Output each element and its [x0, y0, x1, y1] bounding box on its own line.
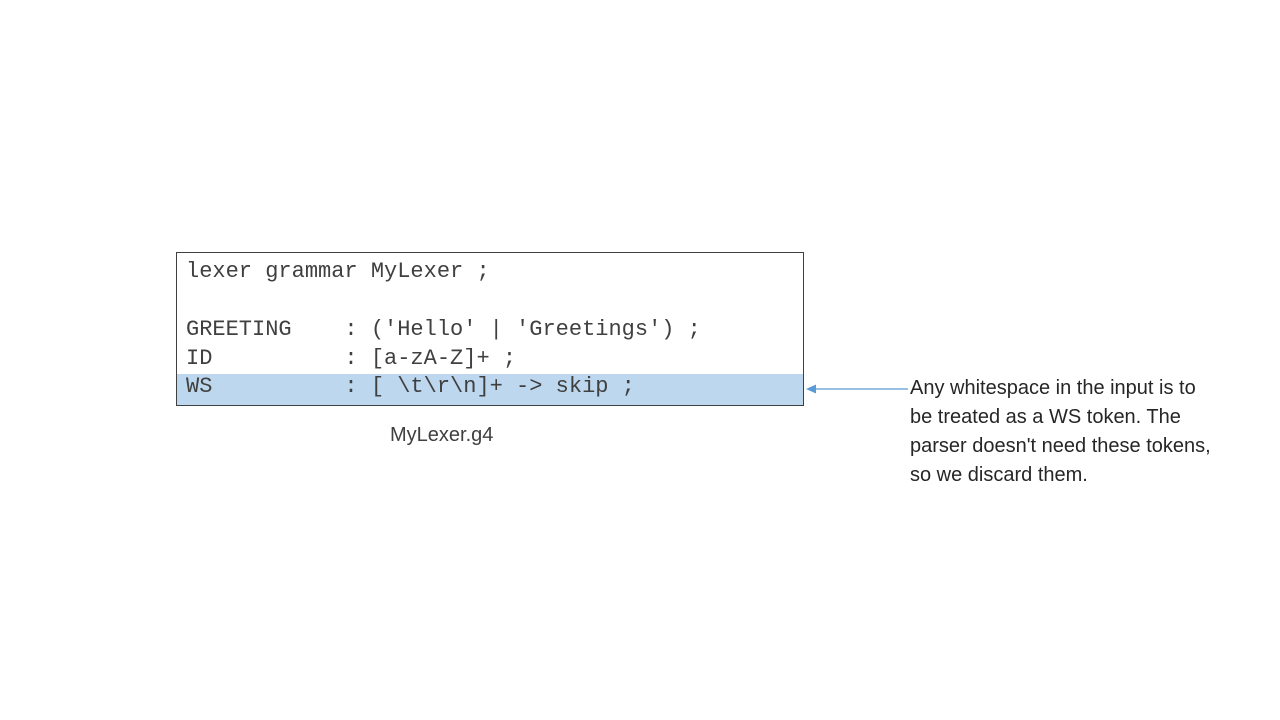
- annotation-line: parser doesn't need these tokens,: [910, 435, 1211, 457]
- annotation-line: so we discard them.: [910, 464, 1088, 486]
- connector-arrow: [806, 384, 908, 394]
- annotation-line: be treated as a WS token. The: [910, 406, 1181, 428]
- code-line-blank: [177, 286, 803, 315]
- code-line-grammar-declaration: lexer grammar MyLexer ;: [186, 259, 490, 284]
- annotation-line: Any whitespace in the input is to: [910, 377, 1196, 399]
- code-line-greeting-rule: GREETING : ('Hello' | 'Greetings') ;: [186, 317, 701, 342]
- annotation-text: Any whitespace in the input is to be tre…: [910, 374, 1250, 490]
- code-line-id-rule: ID : [a-zA-Z]+ ;: [186, 346, 517, 371]
- arrowhead-icon: [806, 384, 816, 394]
- code-line-ws-rule-highlighted: WS : [ \t\r\n]+ -> skip ;: [177, 374, 803, 405]
- code-box: lexer grammar MyLexer ; GREETING : ('Hel…: [176, 252, 804, 406]
- file-name-caption: MyLexer.g4: [390, 424, 494, 446]
